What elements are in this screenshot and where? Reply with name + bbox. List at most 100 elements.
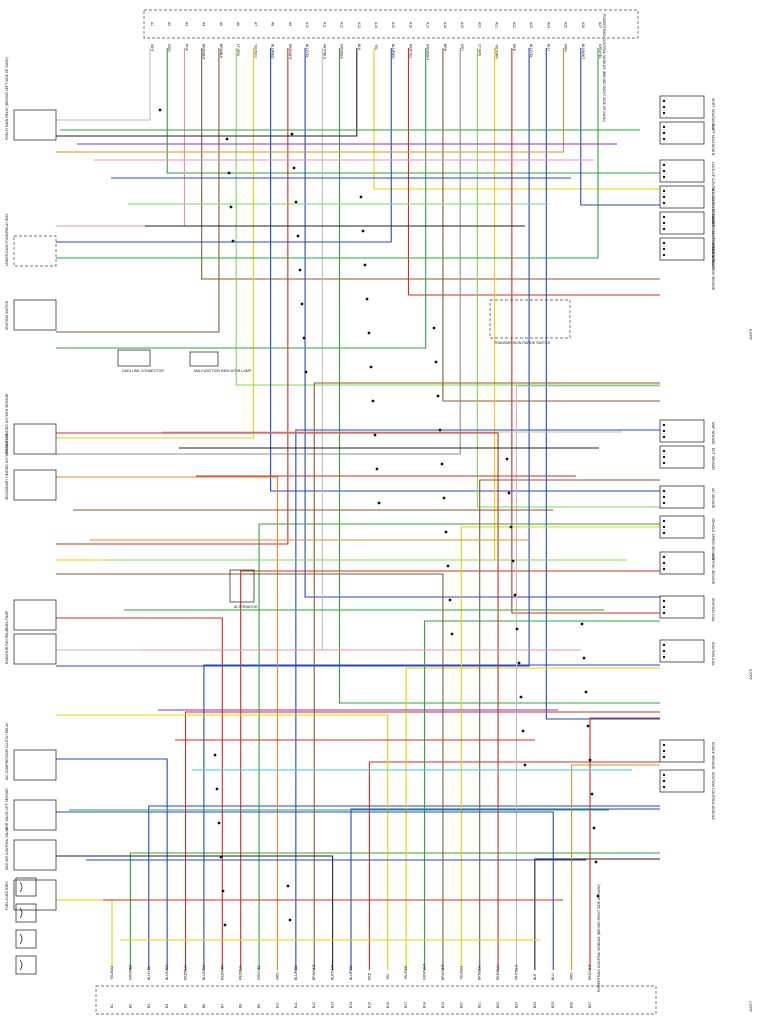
shift_a-box <box>659 95 705 119</box>
ecm-bottom-wire-color: RED/GRN <box>220 964 224 980</box>
ckp-pin-dot <box>662 567 666 571</box>
icm-box <box>659 769 705 793</box>
ecm-bottom-pin-label: B7 <box>220 1004 224 1008</box>
wire-top-A5 <box>56 48 220 333</box>
wire-bottom-B1 <box>56 899 113 970</box>
ignition_coil_2-label: IGNITION COIL <box>711 642 715 666</box>
shift_a-pin-dot <box>662 99 666 103</box>
injector-coil <box>19 959 23 971</box>
ecm-top-pin-label: A21 <box>495 22 499 28</box>
ckp-pin-dot <box>662 555 666 559</box>
wire-bottom-B22 <box>56 432 499 970</box>
splice-dot <box>432 326 436 330</box>
ignition_coil_2-pin-dot <box>662 643 666 647</box>
o2_primary-box <box>13 423 57 455</box>
shift_a-label: SHIFT SOLENOID A <box>711 98 715 130</box>
tcc-label: A/T CLUTCH PRESSURE CONTROL SOLENOID <box>711 188 715 264</box>
ecm-bottom-pin-label: B20 <box>459 1002 463 1008</box>
splice-dot <box>363 263 367 267</box>
injector-box <box>15 877 37 897</box>
ecm-bottom-wire-color: RED/WHT <box>588 964 592 980</box>
page-number: 10075 <box>748 328 753 340</box>
map_sensor-pin-dot <box>662 435 666 439</box>
knock-box <box>659 739 705 763</box>
ecm-top-pin-label: A19 <box>460 22 464 28</box>
ecm-bottom-wire-color: YEL/RED <box>404 965 408 980</box>
ecm-bottom-pin-label: B16 <box>386 1002 390 1008</box>
knock-label: KNOCK SENSOR <box>711 742 715 770</box>
splice-dot <box>229 205 233 209</box>
ecm-top-pin-label: A24 <box>546 22 550 28</box>
ecm-top-wire-color: LT GRN <box>477 44 481 57</box>
wire-top-A10 <box>304 48 660 598</box>
splice-dot <box>292 166 296 170</box>
page-number: 10077 <box>748 1000 753 1012</box>
ecm-top-connector <box>143 9 639 39</box>
lockup-label: LOCK-UP CONTROL SOLENOID VALVE <box>711 162 715 225</box>
iat_sensor-pin-dot <box>662 489 666 493</box>
ecm-top-pin-label: A14 <box>374 22 378 28</box>
ecm-bottom-wire-color: BLU/YEL <box>147 966 151 980</box>
junction_box-box <box>13 235 57 267</box>
ect_sensor-pin-dot <box>662 449 666 453</box>
shift_b-pin-dot <box>662 137 666 141</box>
ecm-bottom-pin-label: B1 <box>110 1004 114 1008</box>
vss-box <box>659 515 705 539</box>
splice-dot <box>231 239 235 243</box>
ac_relay-label: A/C COMPRESSOR CLUTCH RELAY <box>5 722 9 780</box>
splice-dot <box>515 627 519 631</box>
ecm-top-wire-color: LT GRN <box>236 44 240 57</box>
wire-bottom-B17 <box>405 667 660 970</box>
wire-top-A4 <box>201 48 660 280</box>
o2_primary-label: PRIMARY HEATED OXYGEN SENSOR <box>5 393 9 454</box>
splice-dot <box>436 394 440 398</box>
wire-bottom-B12 <box>313 382 660 970</box>
label-layer: POWERTRAIN CONTROL MODULE (BEHIND RIGHT … <box>5 14 753 1012</box>
ecm-top-wire-color: BLU/YEL <box>305 44 309 58</box>
ecm-top-pin-label: A23 <box>529 22 533 28</box>
ecm-bottom-pin-label: B17 <box>404 1002 408 1008</box>
ecm-bottom-pin-label: B10 <box>275 1002 279 1008</box>
splice-dot <box>592 826 596 830</box>
ecm-top-wire-color: PNK <box>184 44 188 52</box>
splice-dot <box>367 331 371 335</box>
tcc-pin-dot <box>662 189 666 193</box>
fuel_pump-box <box>13 599 57 631</box>
wire-bottom-B26 <box>571 764 660 970</box>
splice-dot <box>446 564 450 568</box>
injector-box <box>15 929 37 949</box>
ect_sensor-pin-dot <box>662 455 666 459</box>
splice-dot <box>371 399 375 403</box>
ecm-bottom-wire-color: YEL/BLU <box>459 966 463 980</box>
splice-dot <box>375 467 379 471</box>
ecm-bottom-wire-color: GRN/WHT <box>423 964 427 980</box>
ecm-bottom-pin-label: B9 <box>257 1004 261 1008</box>
ecm-bottom-pin-label: B22 <box>496 1002 500 1008</box>
ecm-top-wire-color: RED/WHT <box>288 44 292 60</box>
shift_b-pin-dot <box>662 125 666 129</box>
ecm-bottom-wire-color: BLK <box>533 973 537 980</box>
wire-bottom-B8 <box>240 570 660 970</box>
o2_secondary-box <box>13 469 57 501</box>
ecm-top-wire-color: BLK <box>357 44 361 51</box>
wire-bottom-B16 <box>56 714 389 970</box>
alt-box <box>229 569 255 603</box>
splice-dot <box>507 491 511 495</box>
lockup-pin-dot <box>662 169 666 173</box>
page-number: 10075 <box>748 668 753 680</box>
ecm-top-pin-label: A9 <box>288 22 292 26</box>
wire-top-A25 <box>56 48 565 153</box>
ecm-top-wire-color: WHT <box>150 44 154 52</box>
tp_sensor-pin-dot <box>662 253 666 257</box>
dlc-label: DATA LINK CONNECTOR <box>122 369 164 373</box>
ecm-top-pin-label: A4 <box>202 22 206 26</box>
ecm-bottom-wire-color: GRN/YEL <box>257 965 261 980</box>
wire-top-A8 <box>270 48 660 492</box>
ecm-bottom-wire-color: ORN <box>275 972 279 980</box>
shift_b-pin-dot <box>662 131 666 135</box>
wire-top-A20 <box>476 48 660 508</box>
wire-bottom-B2 <box>129 852 660 970</box>
ecm-top-pin-label: A11 <box>322 22 326 28</box>
splice-dot <box>594 860 598 864</box>
splice-dot <box>294 200 298 204</box>
